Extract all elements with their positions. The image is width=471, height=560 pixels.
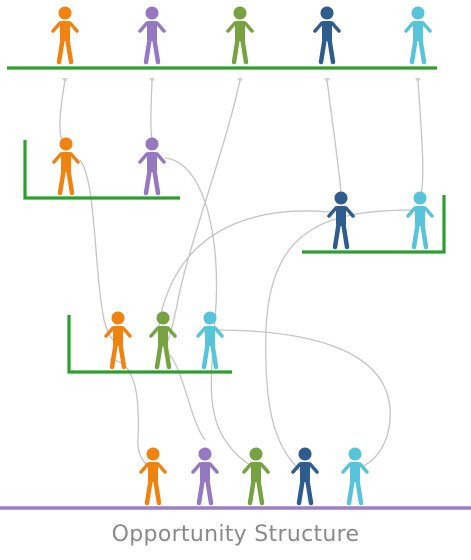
connector-line	[326, 79, 342, 193]
connector-line	[79, 159, 119, 346]
middle-box-person-olive	[149, 311, 177, 370]
connector-arrow-marker	[62, 78, 68, 83]
right-box-person-navy	[327, 191, 355, 250]
top-row-person-purple	[138, 6, 166, 65]
caption-opportunity-structure: Opportunity Structure	[111, 522, 360, 547]
connector-line	[150, 79, 153, 141]
top-row-person-olive	[226, 6, 254, 65]
top-row-person-cyan	[404, 6, 432, 65]
middle-shelf-bracket	[67, 315, 232, 374]
connector-arrow-marker	[415, 78, 421, 83]
connector-arrow-marker	[237, 78, 243, 83]
right-box-person-cyan	[406, 191, 434, 250]
connector-arrow-marker	[324, 78, 330, 83]
bottom-row-person-orange	[139, 447, 167, 506]
middle-box-person-orange	[104, 311, 132, 370]
connector-line	[417, 79, 424, 199]
connector-line	[158, 210, 331, 346]
bottom-row-person-cyan	[341, 447, 369, 506]
connector-line	[265, 209, 416, 471]
middle-box-person-cyan	[196, 311, 224, 370]
top-row-person-navy	[313, 6, 341, 65]
connector-line	[162, 79, 241, 349]
connector-lines	[59, 78, 424, 471]
bottom-row-person-navy	[291, 447, 319, 506]
left-box-person-orange	[52, 137, 80, 196]
left-shelf-bracket	[23, 140, 180, 200]
connector-line	[59, 79, 66, 141]
left-box-person-purple	[138, 137, 166, 196]
platforms	[0, 66, 471, 510]
people	[51, 6, 434, 506]
bottom-row-person-olive	[242, 447, 270, 506]
top-row-person-orange	[51, 6, 79, 65]
connector-line	[169, 354, 206, 441]
right-shelf-bracket	[302, 195, 446, 254]
connector-arrow-marker	[149, 78, 155, 83]
bottom-row-person-purple	[191, 447, 219, 506]
connector-line	[214, 329, 391, 468]
